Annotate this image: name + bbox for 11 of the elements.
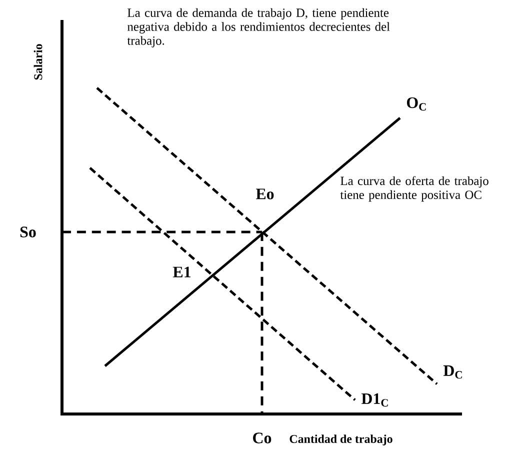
point-label: E1: [172, 266, 190, 278]
axis-tick-label: So: [20, 226, 36, 238]
curve-label: O$_{C}$: [406, 97, 426, 111]
point-label: Eo: [256, 188, 274, 200]
axis-label: Cantidad de trabajo: [290, 434, 392, 446]
curve-label: D1$_{C}$: [361, 393, 388, 407]
annotation-text: La curva de oferta de trabajo tiene pendiente positiva OC: [340, 176, 488, 202]
axis-tick-label: Co: [253, 432, 272, 444]
annotation-text: La curva de demanda de trabajo D, tiene pendiente negativa debido a los rendimientos decrecientes del trabajo.: [127, 8, 390, 48]
axis-label: Salario: [34, 44, 42, 80]
curve-label: D$_{C}$: [443, 365, 462, 379]
